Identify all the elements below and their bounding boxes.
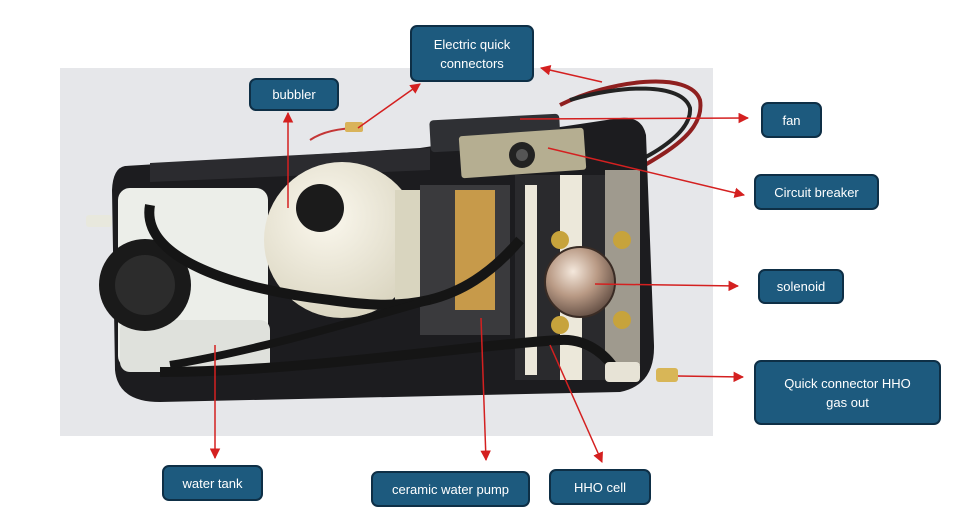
device-photo	[60, 68, 713, 436]
label-quick-connector-hho-text: Quick connector HHO gas out	[784, 375, 911, 410]
label-electric-quick-connectors-text: Electric quick connectors	[433, 36, 511, 71]
arrow-ceramic-pump	[480, 317, 491, 462]
arrow-hho-cell	[549, 344, 603, 463]
arrow-solenoid	[594, 280, 740, 292]
arrow-quick-connector	[677, 371, 745, 383]
label-ceramic-water-pump-text: ceramic water pump	[391, 481, 510, 497]
black-hose	[144, 204, 524, 310]
label-bubbler: bubbler	[249, 78, 339, 111]
label-fan: fan	[761, 102, 822, 138]
label-bubbler-text: bubbler	[272, 87, 316, 102]
gas-out-connector	[605, 362, 640, 382]
label-solenoid-text: solenoid	[776, 279, 826, 294]
label-fan-text: fan	[782, 112, 801, 128]
solenoid-dome	[545, 247, 615, 317]
connector-plug	[345, 122, 363, 132]
arrow-fan	[519, 112, 750, 124]
callout-arrows	[209, 64, 750, 463]
bubbler-cap	[296, 184, 344, 232]
label-solenoid: solenoid	[758, 269, 844, 304]
label-circuit-breaker-text: Circuit breaker	[774, 184, 859, 200]
label-circuit-breaker: Circuit breaker	[754, 174, 879, 210]
arrow-electric-connectors-2	[539, 64, 603, 83]
label-quick-connector-hho: Quick connector HHO gas out	[754, 360, 941, 425]
black-wire	[569, 86, 693, 162]
label-ceramic-water-pump: ceramic water pump	[371, 471, 530, 507]
arrow-circuit-breaker	[547, 147, 746, 198]
arrow-electric-connectors	[357, 83, 421, 129]
label-water-tank-text: water tank	[182, 475, 243, 491]
label-hho-cell-text: HHO cell	[573, 479, 626, 495]
label-hho-cell: HHO cell	[549, 469, 651, 505]
label-electric-quick-connectors: Electric quick connectors	[410, 25, 534, 82]
red-wire	[559, 79, 703, 167]
label-water-tank: water tank	[162, 465, 263, 501]
